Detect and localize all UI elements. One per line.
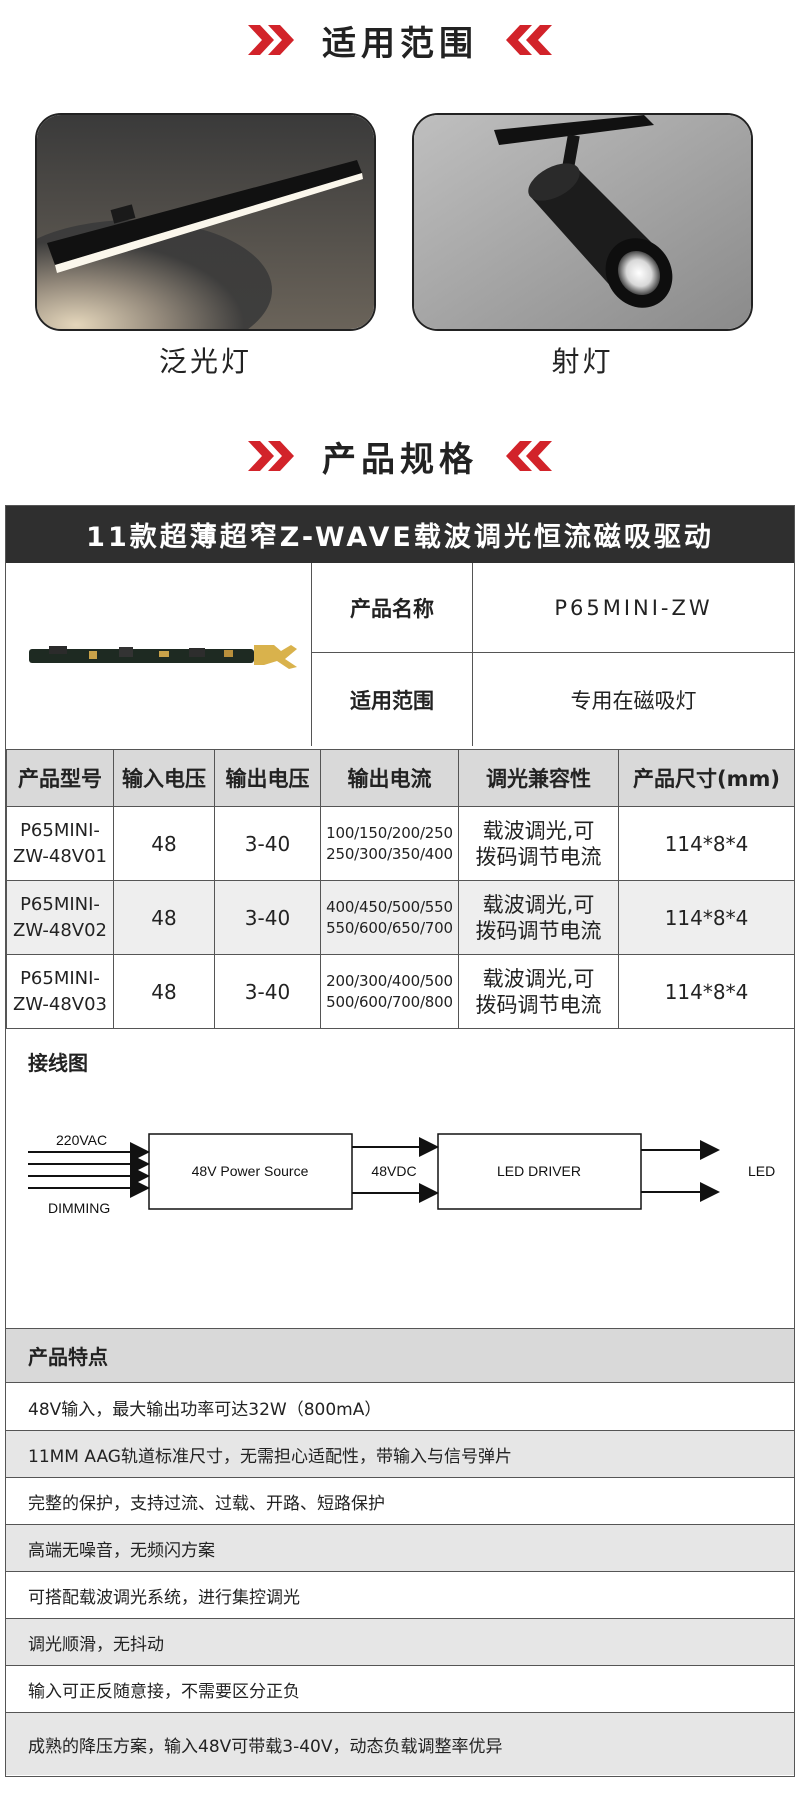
power-source-label: 48V Power Source <box>192 1163 309 1179</box>
col-header: 产品型号 <box>6 749 114 807</box>
input-voltage-cell: 48 <box>113 880 215 955</box>
wiring-title: 接线图 <box>28 1051 88 1075</box>
table-row: P65MINI- ZW-48V03 48 3-40 200/300/400/500… <box>6 954 795 1029</box>
product-name-value: P65MINI-ZW <box>473 563 794 653</box>
model-line: ZW-48V03 <box>12 993 108 1015</box>
output-current-cell: 400/450/500/550 550/600/650/700 <box>320 880 459 955</box>
spec-sheet: 11款超薄超窄Z-WAVE载波调光恒流磁吸驱动 产品名称 P65MINI-ZW … <box>5 505 795 1777</box>
output-voltage-cell: 3-40 <box>214 880 321 955</box>
table-header-row: 产品型号 输入电压 输出电压 输出电流 调光兼容性 产品尺寸(mm) <box>6 749 795 807</box>
spotlight-caption: 射灯 <box>551 345 614 378</box>
feature-item: 48V输入，最大输出功率可达32W（800mA） <box>6 1384 794 1431</box>
label-led: LED <box>748 1163 775 1179</box>
feature-item: 完整的保护，支持过流、过载、开路、短路保护 <box>6 1478 794 1525</box>
label-48vdc: 48VDC <box>371 1163 416 1179</box>
chevron-left-icon <box>502 25 552 55</box>
output-voltage-cell: 3-40 <box>214 806 321 881</box>
model-line: P65MINI- <box>20 967 100 989</box>
output-current-cell: 100/150/200/250 250/300/350/400 <box>320 806 459 881</box>
chevron-right-icon <box>248 25 298 55</box>
col-header: 输入电压 <box>113 749 215 807</box>
table-row: P65MINI- ZW-48V02 48 3-40 400/450/500/550… <box>6 880 795 955</box>
led-driver-label: LED DRIVER <box>497 1163 581 1179</box>
size-cell: 114*8*4 <box>618 880 795 955</box>
input-voltage-cell: 48 <box>113 806 215 881</box>
feature-item: 高端无噪音，无频闪方案 <box>6 1525 794 1572</box>
model-line: ZW-48V02 <box>12 919 108 941</box>
size-cell: 114*8*4 <box>618 806 795 881</box>
col-header: 输出电压 <box>214 749 321 807</box>
feature-item: 成熟的降压方案，输入48V可带载3-40V，动态负载调整率优异 <box>6 1713 794 1775</box>
floodlight-caption: 泛光灯 <box>158 345 252 378</box>
spec-table: 产品型号 输入电压 输出电压 输出电流 调光兼容性 产品尺寸(mm) P65MI… <box>6 749 795 1029</box>
current-line: 100/150/200/250 <box>326 823 453 842</box>
output-voltage-cell: 3-40 <box>214 954 321 1029</box>
model-line: P65MINI- <box>20 819 100 841</box>
dimming-line: 载波调光,可 <box>482 818 595 843</box>
power-source-box <box>148 1133 353 1210</box>
col-header: 调光兼容性 <box>458 749 619 807</box>
current-line: 250/300/350/400 <box>326 844 453 863</box>
dimming-cell: 载波调光,可拨码调节电流 <box>458 954 619 1029</box>
product-name-label: 产品名称 <box>312 563 473 653</box>
dimming-line: 拨码调节电流 <box>475 918 602 943</box>
label-dimming: DIMMING <box>48 1200 110 1216</box>
col-header: 产品尺寸(mm) <box>618 749 795 807</box>
input-voltage-cell: 48 <box>113 954 215 1029</box>
wiring-diagram: 接线图 220VAC DIMMING 48V Power Source 48VD… <box>6 1031 794 1329</box>
chevron-left-icon <box>502 441 552 471</box>
current-line: 500/600/700/800 <box>326 992 453 1011</box>
col-header: 输出电流 <box>320 749 459 807</box>
led-driver-box <box>437 1133 642 1210</box>
feature-item: 输入可正反随意接，不需要区分正负 <box>6 1666 794 1713</box>
driver-board-image <box>6 563 312 746</box>
current-line: 200/300/400/500 <box>326 971 453 990</box>
table-row: P65MINI- ZW-48V01 48 3-40 100/150/200/250… <box>6 806 795 881</box>
section-header-applications: 适用范围 <box>0 10 800 70</box>
current-line: 400/450/500/550 <box>326 897 453 916</box>
dimming-line: 载波调光,可 <box>482 892 595 917</box>
model-cell: P65MINI- ZW-48V02 <box>6 880 114 955</box>
model-cell: P65MINI- ZW-48V01 <box>6 806 114 881</box>
model-line: ZW-48V01 <box>12 845 108 867</box>
model-cell: P65MINI- ZW-48V03 <box>6 954 114 1029</box>
size-cell: 114*8*4 <box>618 954 795 1029</box>
model-line: P65MINI- <box>20 893 100 915</box>
dimming-line: 拨码调节电流 <box>475 844 602 869</box>
spotlight-photo <box>412 113 753 331</box>
feature-item: 调光顺滑，无抖动 <box>6 1619 794 1666</box>
application-value: 专用在磁吸灯 <box>570 688 697 713</box>
feature-item: 11MM AAG轨道标准尺寸，无需担心适配性，带输入与信号弹片 <box>6 1431 794 1478</box>
section-title: 适用范围 <box>322 23 478 64</box>
current-line: 550/600/650/700 <box>326 918 453 937</box>
feature-item: 可搭配载波调光系统，进行集控调光 <box>6 1572 794 1619</box>
features-title: 产品特点 <box>6 1329 794 1383</box>
product-banner: 11款超薄超窄Z-WAVE载波调光恒流磁吸驱动 <box>6 506 794 563</box>
dimming-cell: 载波调光,可拨码调节电流 <box>458 806 619 881</box>
product-info: 产品名称 P65MINI-ZW 适用范围 专用在磁吸灯 <box>6 563 794 746</box>
section-title: 产品规格 <box>322 439 478 480</box>
section-header-specs: 产品规格 <box>0 426 800 486</box>
application-label: 适用范围 <box>312 653 473 746</box>
dimming-line: 拨码调节电流 <box>475 992 602 1017</box>
chevron-right-icon <box>248 441 298 471</box>
floodlight-photo <box>35 113 376 331</box>
dimming-cell: 载波调光,可拨码调节电流 <box>458 880 619 955</box>
label-220vac: 220VAC <box>56 1132 107 1148</box>
dimming-line: 载波调光,可 <box>482 966 595 991</box>
output-current-cell: 200/300/400/500 500/600/700/800 <box>320 954 459 1029</box>
